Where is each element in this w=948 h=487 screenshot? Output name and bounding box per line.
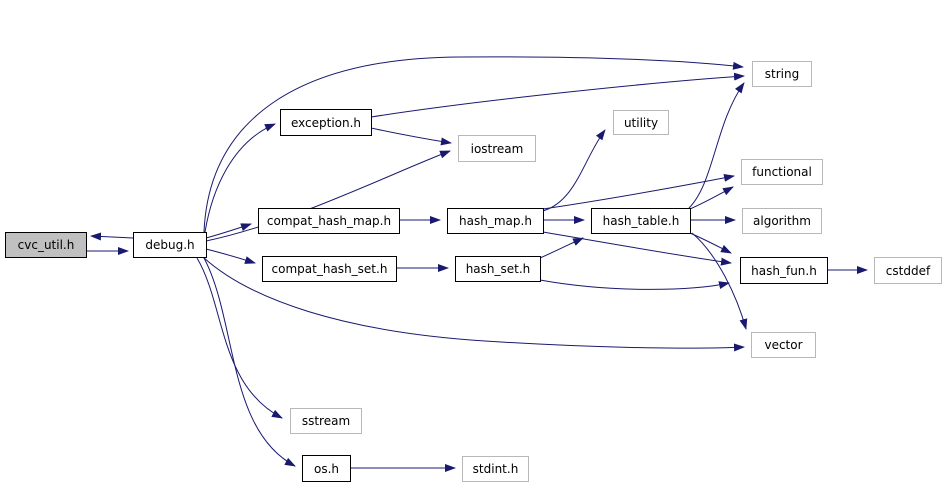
node-label: sstream <box>301 414 351 428</box>
edge-hash_set.h-to-hash_table.h <box>539 237 584 259</box>
node-label: cstddef <box>885 263 931 278</box>
node-label: algorithm <box>753 214 811 228</box>
edge-hash_table.h-to-string <box>688 82 745 209</box>
node-label: iostream <box>470 141 524 156</box>
node-label: stdint.h <box>472 462 519 476</box>
edge-debug.h-to-compat_hash_set.h <box>205 248 256 264</box>
edge-debug.h-to-string <box>203 56 744 233</box>
edge-hash_set.h-to-hash_fun.h <box>539 279 730 290</box>
edge-exception.h-to-iostream <box>370 127 452 146</box>
node-cstddef: cstddef <box>874 257 942 284</box>
node-vector: vector <box>751 332 816 358</box>
edge-debug.h-to-os.h <box>203 257 296 467</box>
node-label: os.h <box>313 461 339 476</box>
node-compat_hash_map.h[interactable]: compat_hash_map.h <box>258 208 400 234</box>
node-hash_table.h[interactable]: hash_table.h <box>591 208 691 234</box>
node-label: compat_hash_map.h <box>266 214 392 228</box>
edge-debug.h-to-exception.h <box>204 123 276 233</box>
node-label: compat_hash_set.h <box>271 262 388 276</box>
node-label: exception.h <box>290 115 362 130</box>
node-hash_set.h[interactable]: hash_set.h <box>455 256 541 282</box>
node-sstream: sstream <box>290 408 362 434</box>
edge-hash_table.h-to-hash_fun.h <box>689 232 732 254</box>
node-label: hash_map.h <box>459 214 532 228</box>
node-os.h[interactable]: os.h <box>302 455 351 482</box>
node-exception.h[interactable]: exception.h <box>280 109 372 136</box>
node-label: string <box>764 67 800 81</box>
node-label: debug.h <box>145 238 195 252</box>
node-hash_fun.h[interactable]: hash_fun.h <box>740 257 828 284</box>
node-label: cvc_util.h <box>17 238 75 252</box>
node-label: vector <box>764 338 803 352</box>
node-label: hash_table.h <box>602 214 680 228</box>
node-label: hash_set.h <box>465 262 531 276</box>
node-compat_hash_set.h[interactable]: compat_hash_set.h <box>262 256 397 282</box>
edge-debug.h-to-cvc_util.h <box>90 232 134 241</box>
node-functional: functional <box>741 159 823 185</box>
node-debug.h[interactable]: debug.h <box>133 232 207 258</box>
edge-debug.h-to-compat_hash_map.h <box>205 223 252 239</box>
node-hash_map.h[interactable]: hash_map.h <box>447 208 544 234</box>
node-label: utility <box>623 115 659 130</box>
node-stdint.h: stdint.h <box>462 456 529 482</box>
edge-hash_map.h-to-utility <box>542 129 606 212</box>
edge-debug.h-to-iostream <box>205 150 451 242</box>
edge-exception.h-to-string <box>370 72 745 118</box>
node-string: string <box>752 61 812 87</box>
node-label: hash_fun.h <box>751 263 817 278</box>
edge-hash_map.h-to-functional <box>542 173 735 210</box>
edge-hash_table.h-to-functional <box>689 186 734 210</box>
node-utility: utility <box>613 110 669 135</box>
edge-hash_map.h-to-hash_fun.h <box>542 231 732 266</box>
node-algorithm: algorithm <box>742 208 822 234</box>
edge-debug.h-to-vector <box>202 256 745 352</box>
node-label: functional <box>752 165 812 179</box>
edge-hash_table.h-to-vector <box>691 232 748 330</box>
edge-debug.h-to-sstream <box>196 257 283 419</box>
node-iostream: iostream <box>458 135 536 162</box>
node-cvc_util.h: cvc_util.h <box>5 232 87 258</box>
